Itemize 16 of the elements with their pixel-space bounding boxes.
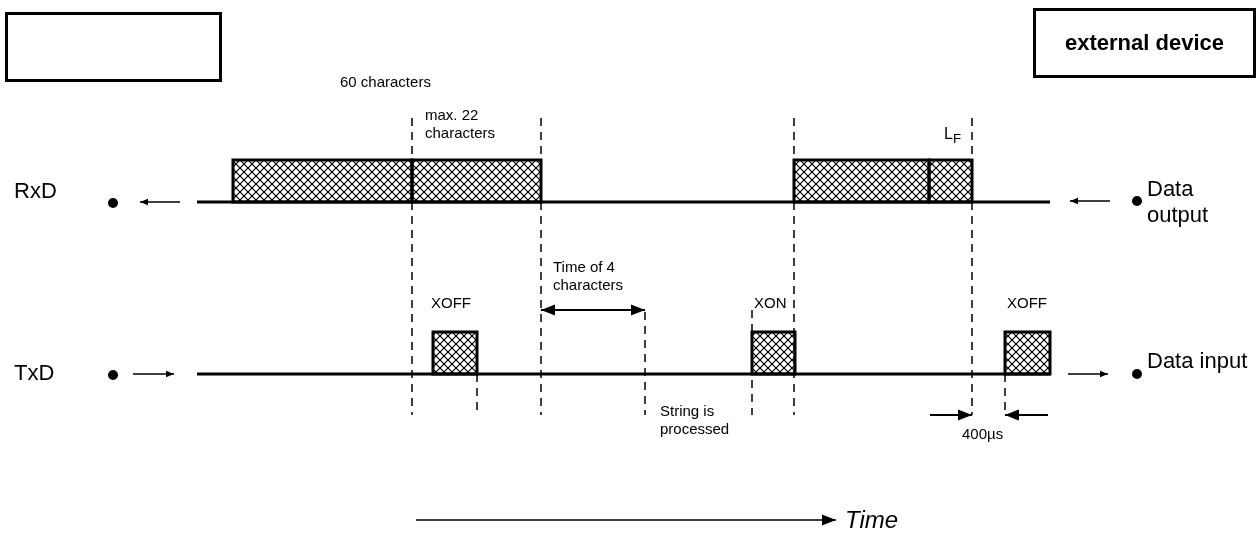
- annotation-text: max. 22 characters: [425, 106, 497, 142]
- signal-label: L$_{F}$: [944, 124, 962, 148]
- axis-title: Time: [845, 506, 899, 535]
- device-box: external device: [1033, 8, 1256, 78]
- annotation-text: 60 characters: [340, 73, 431, 91]
- terminal-label: Data input: [1147, 348, 1248, 375]
- annotation-text: Time of 4 characters: [553, 258, 625, 294]
- terminal-label: Data output: [1147, 176, 1210, 229]
- signal-name: TxD: [14, 360, 55, 387]
- signal-label: XON: [754, 294, 787, 312]
- dimension-label: 400µs: [962, 425, 1004, 443]
- device-box: [5, 12, 222, 82]
- signal-label: XOFF: [431, 294, 471, 312]
- signal-name: RxD: [14, 178, 57, 205]
- annotation-text: String is processed: [660, 402, 731, 438]
- signal-label: XOFF: [1007, 294, 1047, 312]
